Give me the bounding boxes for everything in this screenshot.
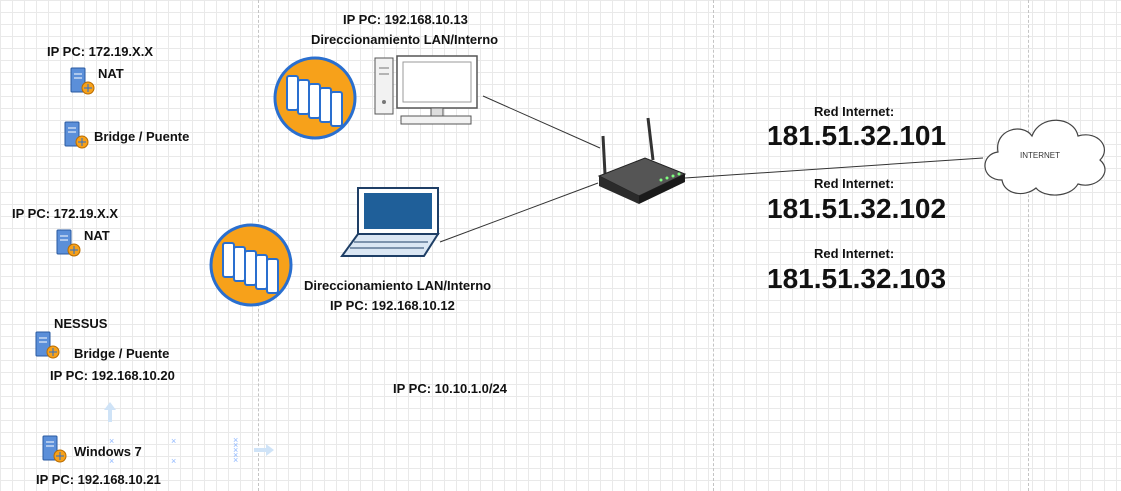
desktop-computer-icon[interactable] bbox=[373, 54, 485, 128]
wire-router-internet bbox=[684, 157, 984, 179]
server-icon[interactable] bbox=[62, 120, 90, 150]
server-icon[interactable] bbox=[54, 228, 82, 258]
guide-line-3 bbox=[1028, 0, 1029, 491]
guide-line-2 bbox=[713, 0, 714, 491]
left1-nat: NAT bbox=[98, 66, 124, 81]
nessus-name: NESSUS bbox=[54, 316, 108, 331]
windows7-name: Windows 7 bbox=[74, 444, 142, 459]
server-icon[interactable] bbox=[33, 330, 61, 360]
internet-ip-3: 181.51.32.103 bbox=[767, 263, 947, 294]
pc-bottom-addressing: Direccionamiento LAN/Interno bbox=[304, 278, 492, 293]
pc-top-addressing: Direccionamiento LAN/Interno bbox=[311, 32, 499, 47]
firewall-icon[interactable] bbox=[209, 223, 293, 307]
wire-desktop-router bbox=[482, 95, 601, 149]
selection-marker: × bbox=[171, 456, 177, 466]
laptop-icon[interactable] bbox=[340, 186, 444, 260]
arrow-up-icon bbox=[104, 402, 116, 422]
left2-ip: IP PC: 172.19.X.X bbox=[12, 206, 118, 221]
wire-laptop-router bbox=[439, 182, 599, 243]
windows7-ip: IP PC: 192.168.10.21 bbox=[36, 472, 161, 487]
arrow-right-icon bbox=[254, 444, 274, 456]
internet-ip-2: 181.51.32.102 bbox=[767, 193, 947, 224]
selection-marker: × bbox=[171, 436, 177, 446]
network-ip: IP PC: 10.10.1.0/24 bbox=[393, 381, 507, 396]
selection-marker: ××××× bbox=[233, 435, 239, 465]
server-icon[interactable] bbox=[40, 434, 68, 464]
firewall-icon[interactable] bbox=[273, 56, 357, 140]
server-icon[interactable] bbox=[68, 66, 96, 96]
wireless-router-icon[interactable] bbox=[595, 116, 687, 206]
pc-top-ip: IP PC: 192.168.10.13 bbox=[343, 12, 468, 27]
left2-nat: NAT bbox=[84, 228, 110, 243]
internet-label-3: Red Internet: bbox=[814, 246, 895, 261]
left1-bridge: Bridge / Puente bbox=[94, 129, 190, 144]
cloud-label: INTERNET bbox=[1020, 151, 1060, 160]
internet-label-1: Red Internet: bbox=[814, 104, 895, 119]
left1-ip: IP PC: 172.19.X.X bbox=[47, 44, 153, 59]
internet-cloud-icon[interactable] bbox=[974, 108, 1116, 200]
selection-marker: × bbox=[109, 436, 115, 446]
internet-label-2: Red Internet: bbox=[814, 176, 895, 191]
internet-ip-1: 181.51.32.101 bbox=[767, 120, 947, 151]
nessus-bridge: Bridge / Puente bbox=[74, 346, 170, 361]
selection-marker: × bbox=[109, 456, 115, 466]
nessus-ip: IP PC: 192.168.10.20 bbox=[50, 368, 175, 383]
pc-bottom-ip: IP PC: 192.168.10.12 bbox=[330, 298, 455, 313]
